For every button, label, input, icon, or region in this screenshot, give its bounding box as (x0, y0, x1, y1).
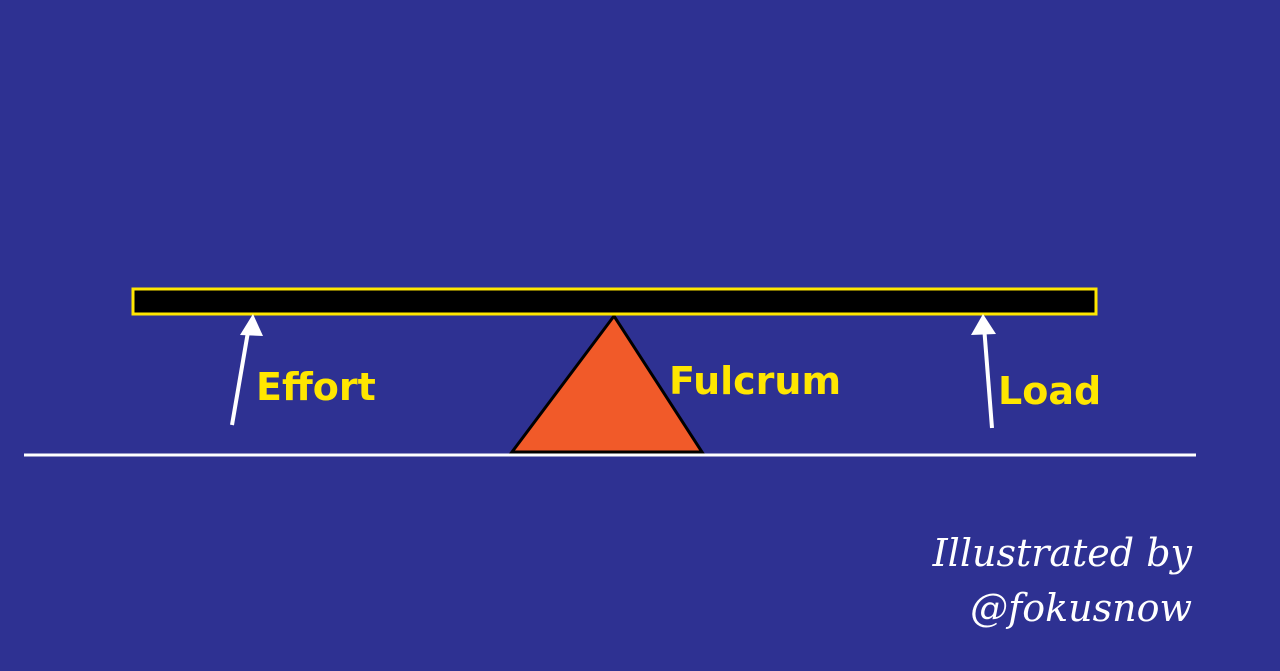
credit-line-1: Illustrated by (932, 531, 1193, 575)
lever-beam (131, 287, 1098, 316)
effort-label: Effort (256, 365, 376, 409)
credit-line-2: @fokusnow (970, 586, 1192, 630)
load-arrow-icon (971, 314, 996, 429)
effort-arrow-icon (230, 314, 263, 426)
fulcrum-triangle (509, 313, 705, 454)
load-label: Load (998, 369, 1101, 413)
fulcrum-label: Fulcrum (669, 359, 841, 403)
